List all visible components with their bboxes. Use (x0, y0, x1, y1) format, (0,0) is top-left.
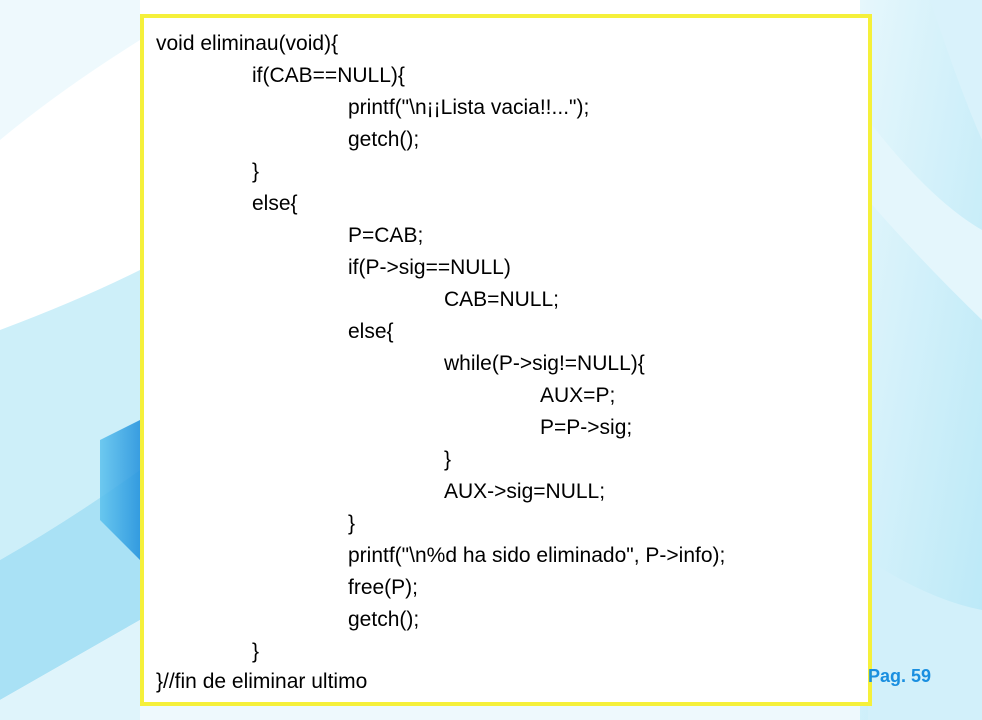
code-line: else{ (252, 192, 298, 215)
code-line: else{ (348, 320, 394, 343)
code-line: free(P); (348, 576, 419, 599)
code-line: void eliminau(void){ (156, 32, 339, 55)
code-line: } (444, 448, 452, 471)
code-line: P=P->sig; (540, 416, 633, 439)
code-line: } (252, 160, 260, 183)
code-line: CAB=NULL; (444, 288, 559, 311)
code-line: getch(); (348, 128, 420, 151)
code-line: getch(); (348, 608, 420, 631)
code-line: if(CAB==NULL){ (252, 64, 405, 87)
code-line: printf("\n%d ha sido eliminado", P->info… (348, 544, 726, 567)
code-line: P=CAB; (348, 224, 424, 247)
code-line: AUX=P; (540, 384, 616, 407)
code-line: if(P->sig==NULL) (348, 256, 511, 279)
code-line: printf("\n¡¡Lista vacia!!..."); (348, 96, 590, 119)
code-line: while(P->sig!=NULL){ (444, 352, 645, 375)
code-line: } (252, 640, 260, 663)
page-number: Pag. 59 (868, 666, 932, 686)
code-frame: void eliminau(void){ if(CAB==NULL){ prin… (140, 14, 872, 706)
code-line: AUX->sig=NULL; (444, 480, 606, 503)
code-line: }//fin de eliminar ultimo (156, 670, 368, 693)
code-line: } (348, 512, 356, 535)
